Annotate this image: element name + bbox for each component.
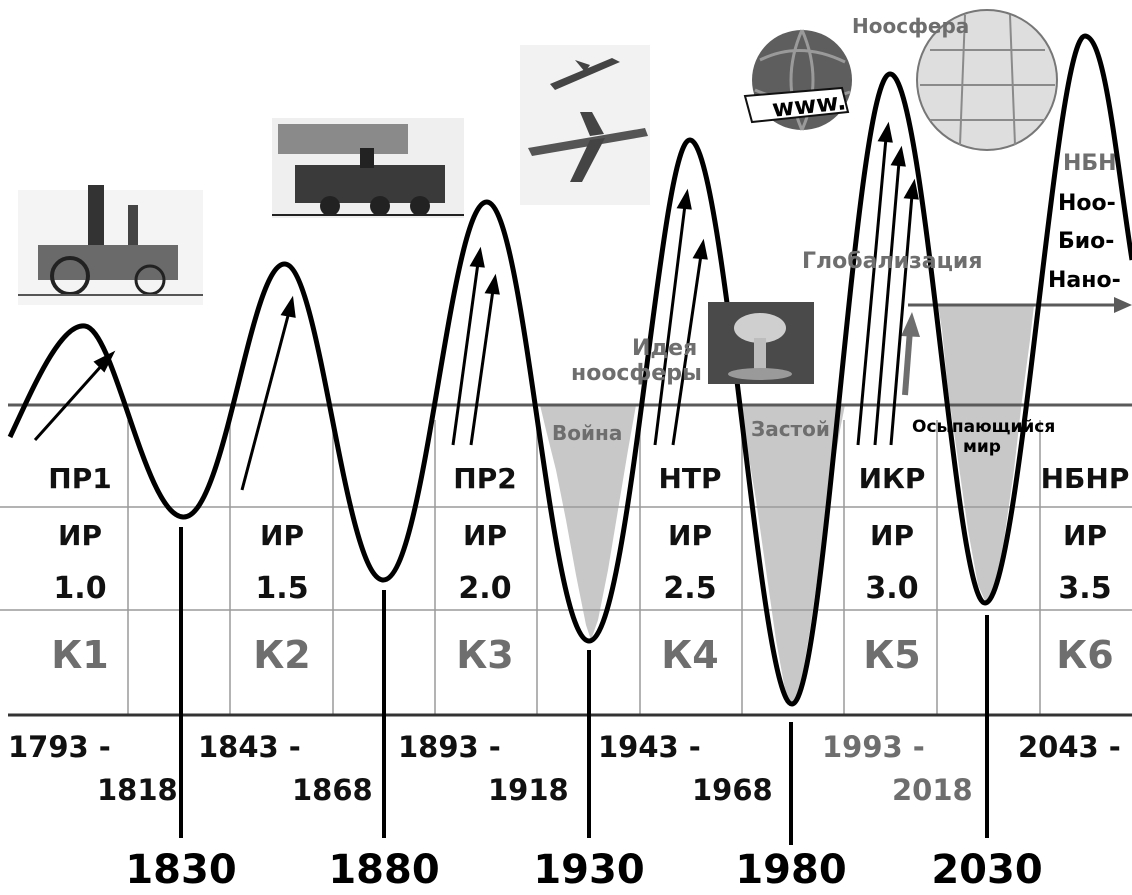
ir-version-label: 1.5 [255, 571, 308, 606]
trough-year: 1880 [328, 847, 439, 890]
kondratiev-cycle-label: К4 [661, 633, 719, 677]
kondratiev-cycle-label: К5 [863, 633, 921, 677]
cycle-start-year: 1893 - [398, 730, 501, 764]
cycle-start-year: 2043 - [1018, 730, 1121, 764]
ir-label: ИР [260, 519, 304, 552]
cycle-end-year: 1868 [292, 773, 373, 807]
nuclear-explosion-illustration [708, 302, 814, 384]
cycle-end-year: 1818 [97, 773, 178, 807]
nbn-label: НБН [1063, 151, 1117, 176]
stagnation-label: Застой [751, 417, 830, 441]
globalization-label: Глобализация [802, 249, 982, 274]
year-labels: 1793 - 1818 1843 - 1868 1893 - 1918 1943 - 1968… [8, 730, 1121, 893]
ir-version-label: 2.0 [458, 571, 511, 606]
trough-drops [179, 527, 989, 845]
noosphere-idea-label-1: Идея [632, 336, 697, 361]
trend-arrows [33, 121, 919, 491]
cycle-end-year: 2018 [892, 773, 973, 807]
ir-version-label: 3.0 [865, 571, 918, 606]
kondratiev-cycle-label: К1 [51, 633, 109, 677]
cycle-start-year: 1943 - [598, 730, 701, 764]
stagnation-shade [740, 405, 845, 705]
nbn-noo-label: Ноо- [1058, 191, 1116, 216]
cycle-end-year: 1918 [488, 773, 569, 807]
crumbling-world-shade [938, 305, 1034, 603]
trough-year: 1930 [533, 847, 644, 890]
wikipedia-globe-icon [916, 9, 1058, 151]
steamboat-illustration [18, 185, 203, 305]
kondratiev-cycle-label: К2 [253, 633, 311, 677]
revolution-label: НБНР [1041, 462, 1130, 495]
trough-year: 1830 [125, 847, 236, 890]
war-label: Война [552, 421, 622, 445]
revolution-label: ПР2 [453, 462, 516, 495]
ir-version-label: 2.5 [663, 571, 716, 606]
crumbling-world-label-2: мир [963, 437, 1001, 457]
war-shade [540, 405, 636, 640]
locomotive-illustration [272, 118, 464, 218]
revolution-label: ИКР [859, 462, 926, 495]
trough-year: 1980 [735, 847, 846, 890]
grid [0, 420, 1132, 715]
ir-label: ИР [58, 519, 102, 552]
noosphere-label: Ноосфера [852, 14, 969, 38]
ir-label: ИР [1063, 519, 1107, 552]
cycle-start-year: 1793 - [8, 730, 111, 764]
cycle-end-year: 1968 [692, 773, 773, 807]
revolution-label: НТР [658, 462, 721, 495]
ir-label: ИР [668, 519, 712, 552]
cycle-start-year: 1843 - [198, 730, 301, 764]
nbn-bio-label: Био- [1058, 229, 1114, 254]
crumbling-world-label-1: Осыпающийся [912, 417, 1055, 437]
ir-label: ИР [463, 519, 507, 552]
gray-up-arrowhead [901, 312, 920, 337]
kondratiev-cycle-label: К6 [1056, 633, 1114, 677]
ir-version-label: 3.5 [1058, 571, 1111, 606]
ir-label: ИР [870, 519, 914, 552]
gray-up-arrow [902, 329, 913, 396]
www-globe-icon [743, 29, 852, 131]
ir-version-label: 1.0 [53, 571, 106, 606]
nbn-nano-label: Нано- [1048, 268, 1121, 293]
noosphere-idea-label-2: ноосферы [571, 361, 702, 386]
long-wave-curve [7, 33, 1132, 707]
revolution-label: ПР1 [48, 462, 111, 495]
kondratiev-cycle-label: К3 [456, 633, 514, 677]
cycle-start-year: 1993 - [822, 730, 925, 764]
globalization-arrowhead [1114, 297, 1132, 313]
trough-year: 2030 [931, 847, 1042, 890]
airplanes-illustration [520, 45, 650, 205]
